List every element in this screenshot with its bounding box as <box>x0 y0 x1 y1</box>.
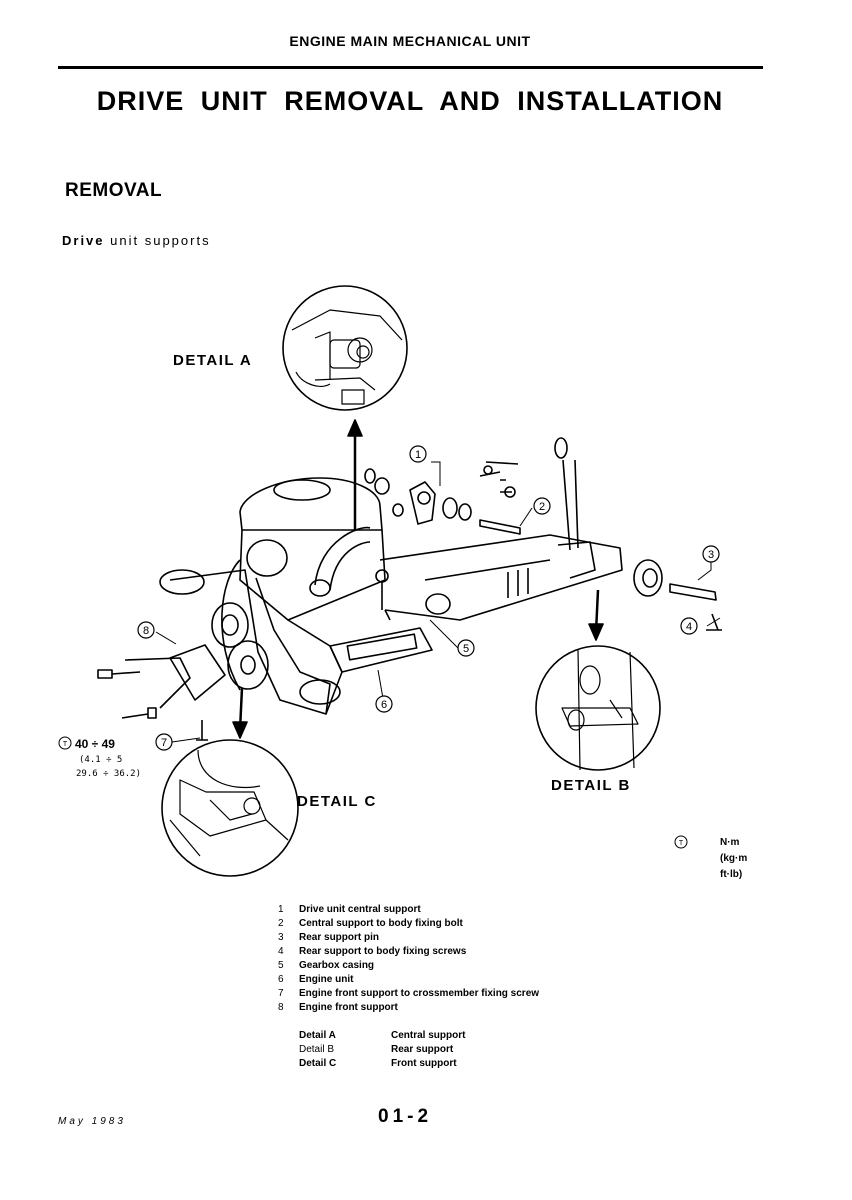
section-heading: REMOVAL <box>65 180 163 201</box>
detail-c-circle <box>161 739 299 877</box>
callout-7 <box>155 733 173 751</box>
callout-8 <box>137 621 155 639</box>
torque-value: 40 ÷ 49 <box>75 737 115 751</box>
callout-5-label: 5 <box>463 643 469 655</box>
callout-4-label: 4 <box>686 621 692 633</box>
detail-b-label: DETAIL B <box>551 777 631 794</box>
units-nm: N·m <box>720 837 740 848</box>
callout-6-label: 6 <box>381 699 387 711</box>
subsection-rest: unit supports <box>104 233 211 248</box>
callout-3 <box>702 545 720 563</box>
svg-text:T: T <box>63 741 68 748</box>
units-ftlb: ft·lb) <box>720 869 743 880</box>
subsection-heading: Drive unit supports <box>62 233 211 248</box>
units-kgm: (kg·m <box>720 853 748 864</box>
callout-5 <box>457 639 475 657</box>
callout-6 <box>375 695 393 713</box>
header-rule <box>58 66 763 69</box>
detail-c-label: DETAIL C <box>297 793 377 810</box>
torque-kgm: (4.1 ÷ 5 <box>79 755 123 765</box>
callout-3-label: 3 <box>708 549 714 561</box>
callout-4 <box>680 617 698 635</box>
torque-icon <box>58 736 72 750</box>
callout-2-label: 2 <box>539 501 545 513</box>
torque-legend-icon <box>674 835 688 849</box>
detail-a-circle <box>282 285 408 411</box>
callout-8-label: 8 <box>143 625 149 637</box>
svg-text:T: T <box>679 840 684 847</box>
callout-1 <box>409 445 427 463</box>
detail-a-label: DETAIL A <box>173 352 253 369</box>
page-number: 01-2 <box>378 1106 433 1127</box>
callout-7-label: 7 <box>161 737 167 749</box>
callout-1-label: 1 <box>415 449 421 461</box>
page-title: DRIVE UNIT REMOVAL AND INSTALLATION <box>96 86 724 116</box>
callout-2 <box>533 497 551 515</box>
torque-ftlb: 29.6 ÷ 36.2) <box>76 769 142 779</box>
subsection-bold: Drive <box>62 233 105 248</box>
page-header: ENGINE MAIN MECHANICAL UNIT <box>289 33 531 49</box>
units-legend: N·m (kg·m ft·lb) <box>690 835 747 883</box>
footer-date: May 1983 <box>58 1116 126 1127</box>
drive-unit-diagram: 1 2 3 4 5 6 7 8 T T <box>58 285 722 877</box>
detail-b-circle <box>535 645 661 771</box>
